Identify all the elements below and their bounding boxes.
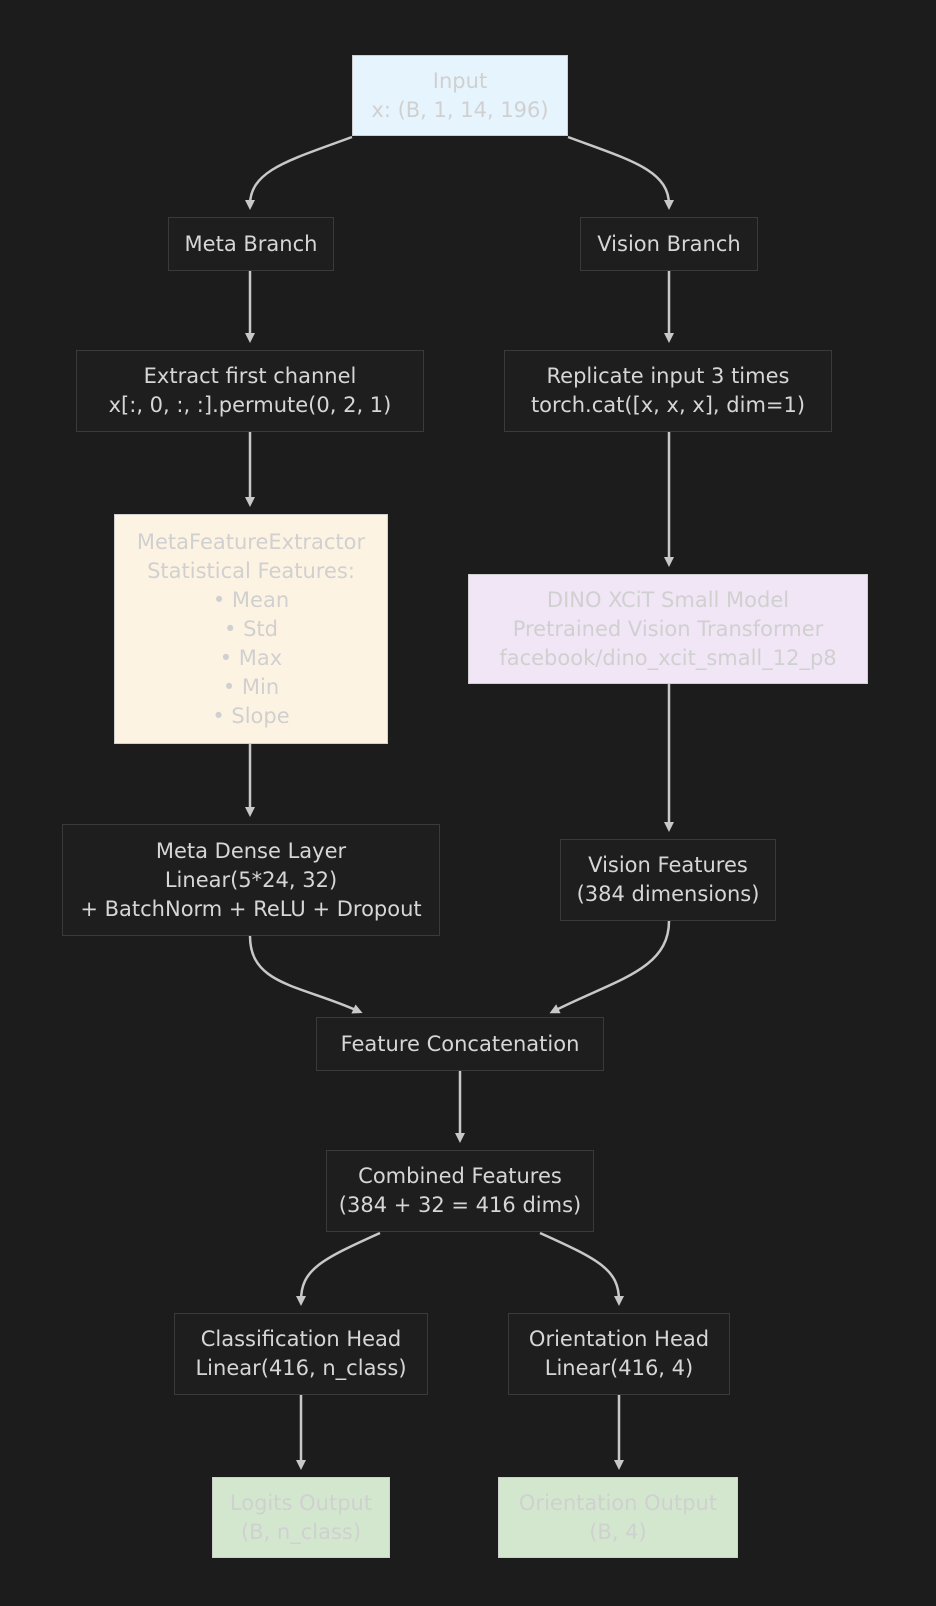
orientation-output-node: Orientation Output (B, 4) [498,1477,738,1558]
node-label-line: Linear(416, 4) [544,1356,694,1380]
feature-concatenation-node: Feature Concatenation [316,1017,604,1071]
node-label-line: DINO XCiT Small Model [546,587,790,612]
node-label-line: facebook/dino_xcit_small_12_p8 [499,645,837,670]
node-label-line: Extract first channel [143,364,357,388]
node-label-line: (384 dimensions) [576,882,760,906]
node-label-line: • Min [222,674,280,699]
edge-input-to-meta_branch [245,135,353,210]
meta-branch-node: Meta Branch [168,217,334,271]
node-label-line: Input [432,68,488,93]
replicate-input-node: Replicate input 3 times torch.cat([x, x, … [504,350,832,432]
node-label-line: x: (B, 1, 14, 196) [371,97,549,122]
node-label-line: Classification Head [200,1327,402,1351]
node-label-line: • Std [224,616,278,641]
node-label-line: (B, 4) [589,1519,647,1544]
node-label-line: Orientation Output [518,1490,718,1515]
extract-channel-node: Extract first channel x[:, 0, :, :].permu… [76,350,424,432]
node-label-line: + BatchNorm + ReLU + Dropout [80,896,422,921]
edge-input-to-vision_branch [567,135,674,210]
node-label-line: Meta Branch [184,231,318,256]
node-label-line: x[:, 0, :, :].permute(0, 2, 1) [108,393,392,417]
edge-combined_features-to-classification_head [296,1231,381,1306]
combined-features-node: Combined Features (384 + 32 = 416 dims) [326,1150,594,1232]
node-label-line: (B, n_class) [240,1519,362,1544]
node-label-line: Replicate input 3 times [546,364,790,388]
node-label-line: Pretrained Vision Transformer [512,616,824,641]
node-label-line: Vision Branch [597,231,741,256]
node-label-line: Feature Concatenation [340,1031,580,1056]
node-label-line: • Slope [212,703,290,728]
node-label-line: Combined Features [358,1164,562,1188]
edge-meta_dense-to-feature_concat [248,935,363,1014]
node-label-line: Logits Output [229,1490,373,1515]
node-label-line: Linear(416, n_class) [195,1356,407,1380]
node-label-line: Vision Features [588,853,748,877]
logits-output-node: Logits Output (B, n_class) [212,1477,390,1558]
input-node: Input x: (B, 1, 14, 196) [352,55,568,136]
vision-features-node: Vision Features (384 dimensions) [560,839,776,921]
node-label-line: • Mean [212,587,290,612]
node-label-line: (384 + 32 = 416 dims) [338,1193,582,1217]
node-label-line: Linear(5*24, 32) [164,867,338,892]
vision-branch-node: Vision Branch [580,217,758,271]
node-label-line: Statistical Features: [147,558,355,583]
node-label-line: Orientation Head [528,1327,710,1351]
edge-vision_features-to-feature_concat [549,920,671,1014]
node-label-line: Meta Dense Layer [155,838,347,863]
node-label-line: MetaFeatureExtractor [136,529,366,554]
edge-combined_features-to-orientation_head [539,1231,624,1306]
node-label-line: torch.cat([x, x, x], dim=1) [530,393,806,417]
node-label-line: • Max [219,645,283,670]
